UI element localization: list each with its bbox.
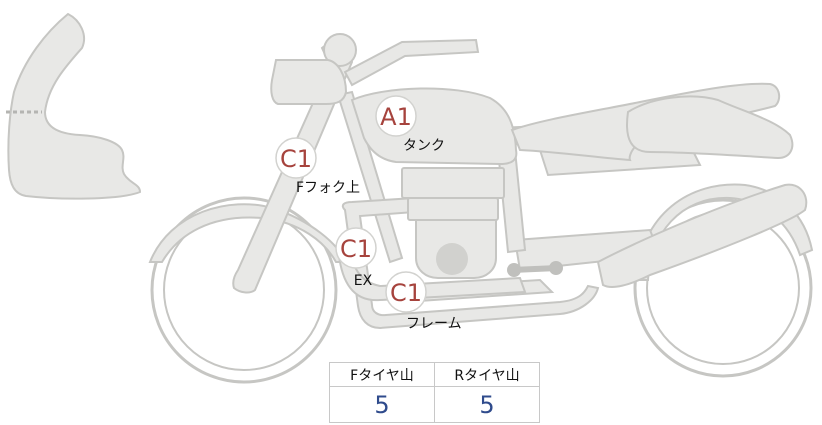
grade-code: A1 (380, 103, 412, 131)
grade-part-label: フレーム (406, 316, 462, 332)
front-cowl (6, 12, 142, 200)
handlebar (343, 38, 480, 87)
seat (510, 82, 794, 162)
front-tire-header: Fタイヤ山 (329, 362, 435, 387)
grade-code: C1 (390, 279, 422, 307)
swingarm (513, 183, 808, 288)
rear-tire-value: 5 (434, 386, 540, 423)
grade-marker-frame: C1 フレーム (385, 271, 462, 332)
grade-code: C1 (280, 145, 312, 173)
engine (401, 167, 563, 279)
headlight (270, 59, 348, 105)
grade-marker-front-fork: C1 Fフォク上 (275, 137, 360, 196)
tire-table-value-row: 5 5 (329, 386, 540, 423)
grade-part-label: EX (354, 273, 373, 289)
grade-part-label: タンク (403, 138, 445, 154)
grade-part-label: Fフォク上 (296, 180, 360, 196)
tire-table-header-row: Fタイヤ山 Rタイヤ山 (329, 362, 540, 387)
grade-marker-exhaust: C1 EX (335, 227, 377, 289)
front-tire-value: 5 (329, 386, 435, 423)
grade-marker-tank: A1 タンク (375, 95, 445, 154)
rear-tire-header: Rタイヤ山 (434, 362, 540, 387)
grade-code: C1 (340, 235, 372, 263)
tire-tread-table: Fタイヤ山 Rタイヤ山 5 5 (329, 362, 540, 423)
